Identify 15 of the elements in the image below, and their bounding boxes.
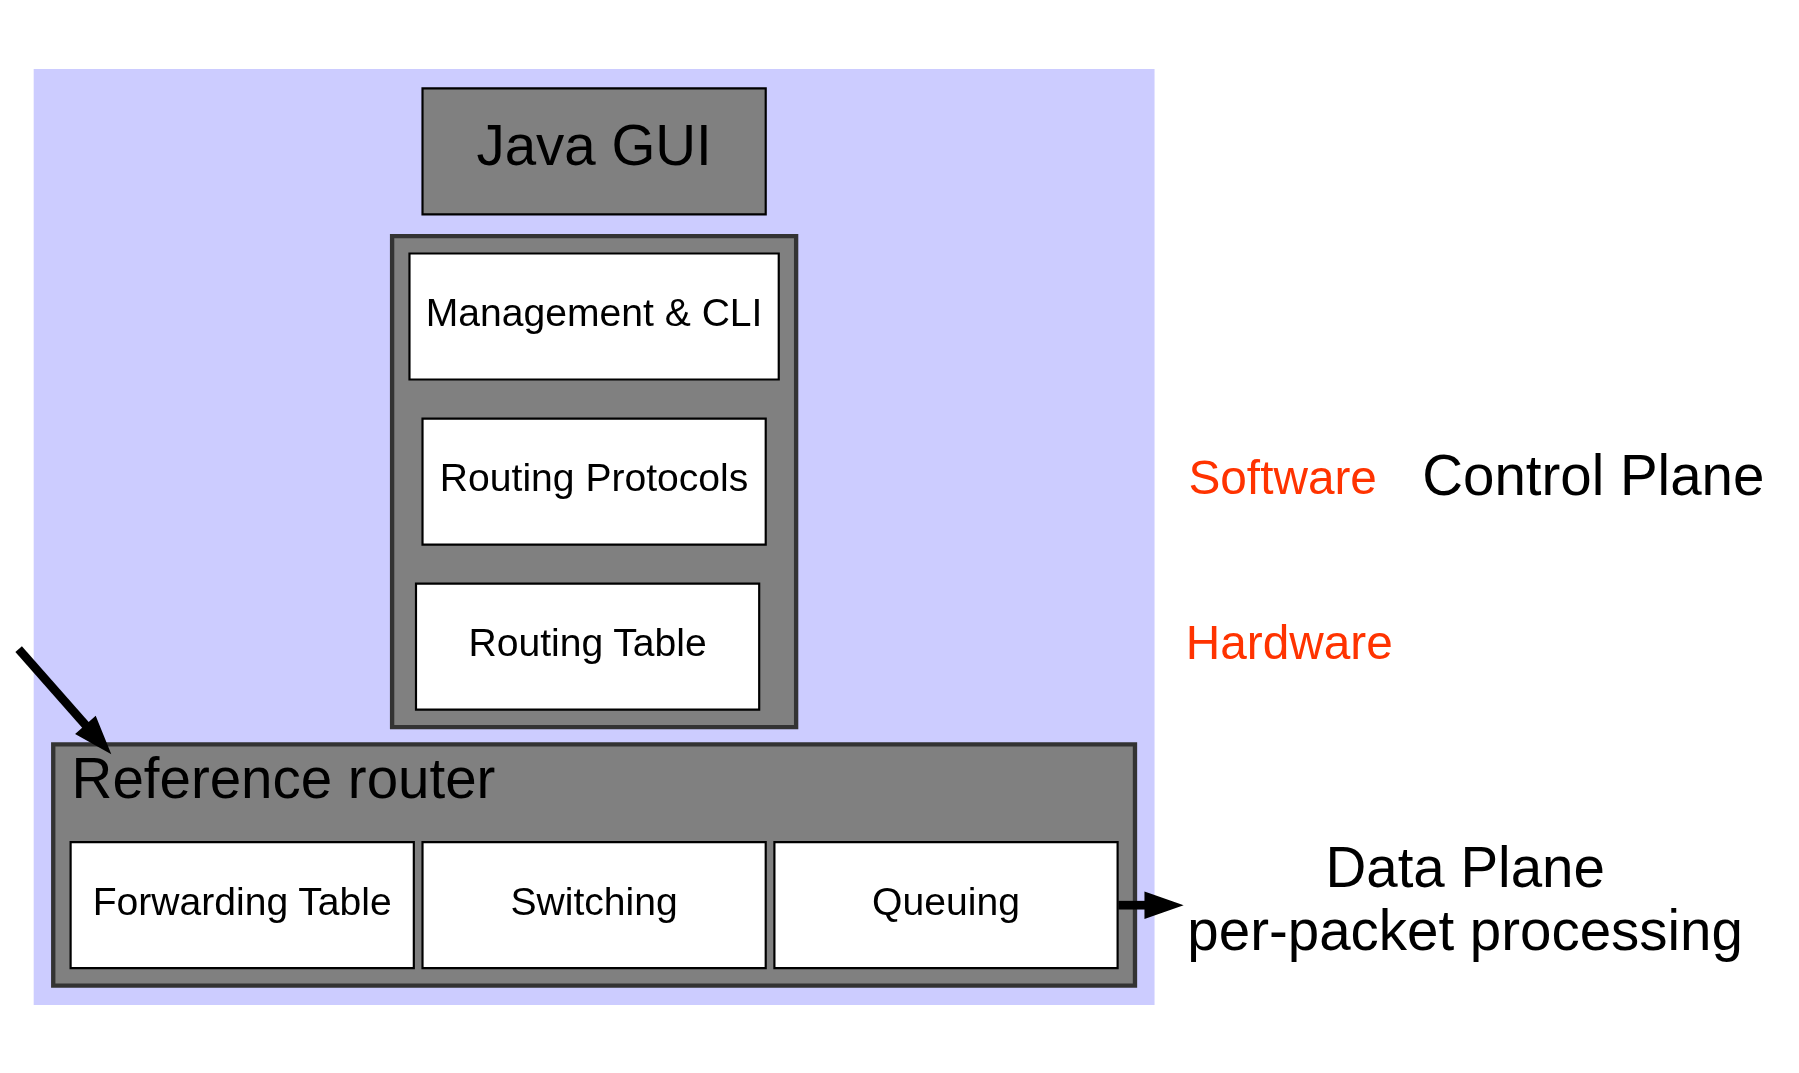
node-box: Switching <box>420 840 767 969</box>
arrow <box>1117 890 1184 919</box>
label: Hardware <box>1185 615 1393 669</box>
node-box: Routing Protocols <box>420 417 767 546</box>
node-box: Forwarding Table <box>69 840 415 969</box>
cluster <box>33 68 1155 1005</box>
arrow <box>14 645 111 754</box>
node-box: Routing Table <box>414 582 760 711</box>
node-box: Java GUI <box>420 86 767 215</box>
label: Software <box>1187 450 1377 504</box>
node-text: Data Plane per-packet processing <box>1186 835 1743 962</box>
label: Control Plane <box>1421 443 1764 507</box>
node-box: Queuing <box>772 840 1119 969</box>
node-box: Management & CLI <box>407 251 780 381</box>
cluster <box>389 233 798 729</box>
